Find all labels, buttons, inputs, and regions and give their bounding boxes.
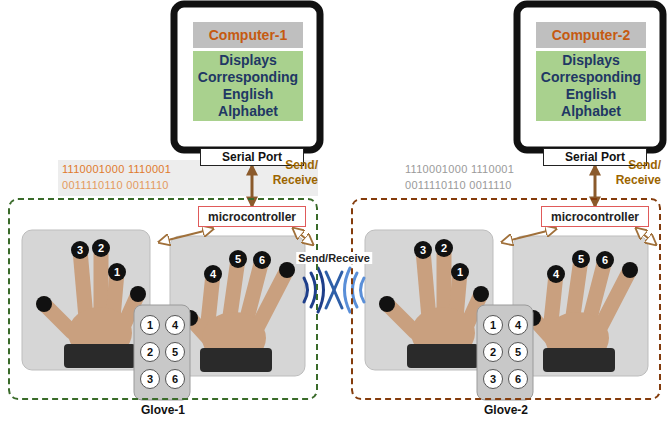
box-text: 4 xyxy=(172,319,178,331)
finger-number: 5 xyxy=(578,253,584,265)
braille-dot: 1 xyxy=(140,315,160,335)
box-text: 5 xyxy=(515,346,521,358)
wireless-label: Send/Receive xyxy=(296,252,372,264)
box-text: Computer-1 xyxy=(209,27,288,43)
double-arrow xyxy=(251,166,254,206)
box-text: 1 xyxy=(490,319,496,331)
box-text: Displays Corresponding English Alphabet xyxy=(539,52,643,120)
braille-dot: 2 xyxy=(140,342,160,362)
glove-region: Glove-2microcontroller142536 xyxy=(351,198,661,400)
monitor-frame xyxy=(517,4,663,150)
screen-header: Computer-2 xyxy=(536,22,646,48)
finger-number: 6 xyxy=(602,254,608,266)
braille-dot: 3 xyxy=(140,369,160,389)
box-text: 2 xyxy=(490,346,496,358)
box-text: 3 xyxy=(147,373,153,385)
braille-dot: 1 xyxy=(483,315,503,335)
binary-data: 1110001000 1110001 xyxy=(62,163,171,175)
binary-data: 0011110110 0011110 xyxy=(62,179,169,191)
box-text: 5 xyxy=(172,346,178,358)
box-text: 4 xyxy=(515,319,521,331)
glove-illustration xyxy=(22,229,312,400)
braille-dot: 6 xyxy=(508,369,528,389)
wireless-symbol xyxy=(304,268,364,312)
finger-number: 2 xyxy=(441,242,447,254)
glove-region: Glove-1microcontroller142536 xyxy=(8,198,318,400)
send-receive-label: Send/ Receive xyxy=(262,158,318,188)
finger-number: 3 xyxy=(420,244,426,256)
region-title: Glove-1 xyxy=(8,403,318,417)
box-text: 6 xyxy=(515,373,521,385)
box-text: microcontroller xyxy=(208,210,296,224)
braille-dot: 4 xyxy=(165,315,185,335)
box-text: Serial Port xyxy=(565,150,625,164)
monitor-frame xyxy=(174,4,320,150)
box-text: 3 xyxy=(490,373,496,385)
finger-number: 4 xyxy=(210,268,216,280)
send-receive-label: Send/ Receive xyxy=(605,158,661,188)
box-text: 1 xyxy=(147,319,153,331)
braille-dot: 3 xyxy=(483,369,503,389)
braille-dot: 5 xyxy=(165,342,185,362)
box-text: 6 xyxy=(172,373,178,385)
double-arrow xyxy=(594,166,597,206)
box-text: 2 xyxy=(147,346,153,358)
box-text: Displays Corresponding English Alphabet xyxy=(196,52,300,120)
braille-dot: 6 xyxy=(165,369,185,389)
box-text: microcontroller xyxy=(551,210,639,224)
glove-illustration xyxy=(365,229,655,400)
finger-number: 2 xyxy=(98,242,104,254)
microcontroller-box: microcontroller xyxy=(541,206,649,227)
box-text: Computer-2 xyxy=(552,27,631,43)
braille-dot: 4 xyxy=(508,315,528,335)
finger-number: 1 xyxy=(457,266,463,278)
dashed-outline xyxy=(8,198,318,400)
display-box: Displays Corresponding English Alphabet xyxy=(536,51,646,121)
finger-number: 4 xyxy=(553,268,559,280)
finger-number: 5 xyxy=(235,253,241,265)
region-title: Glove-2 xyxy=(351,403,661,417)
finger-number: 3 xyxy=(77,244,83,256)
braille-dot: 2 xyxy=(483,342,503,362)
microcontroller-box: microcontroller xyxy=(198,206,306,227)
binary-data: 0011110110 0011110 xyxy=(405,179,512,191)
binary-data: 1110001000 1110001 xyxy=(405,163,514,175)
box-text: Serial Port xyxy=(222,150,282,164)
screen-header: Computer-1 xyxy=(193,22,303,48)
finger-number: 6 xyxy=(259,254,265,266)
braille-dot: 5 xyxy=(508,342,528,362)
finger-number: 1 xyxy=(114,266,120,278)
dashed-outline xyxy=(351,198,661,400)
display-box: Displays Corresponding English Alphabet xyxy=(193,51,303,121)
